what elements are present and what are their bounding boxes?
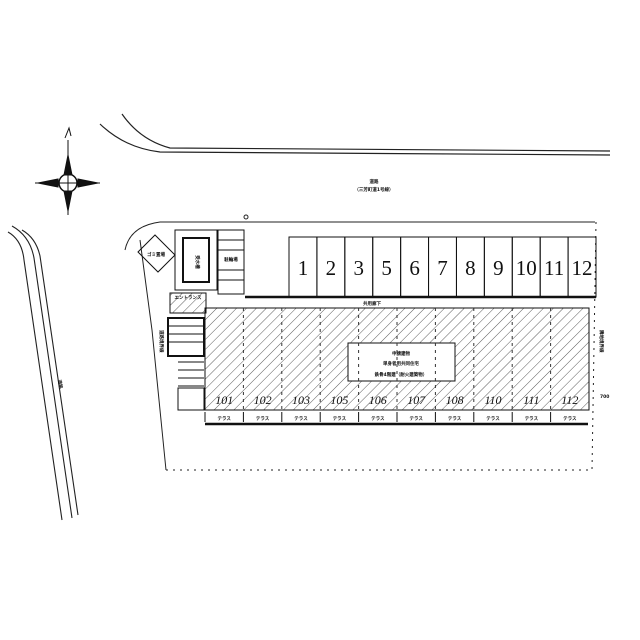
room-number: 101 — [215, 393, 233, 407]
bicycle-label: 駐輪場 — [224, 256, 238, 263]
terrace-label: テラス — [409, 416, 423, 422]
room-number: 107 — [407, 393, 426, 407]
parking-number: 7 — [437, 256, 448, 280]
parking-number: 3 — [354, 256, 365, 280]
parking-number: 12 — [572, 256, 593, 280]
water-tank: 受水槽 — [174, 229, 218, 291]
top-road — [99, 113, 611, 156]
building-label-3: 鉄骨4階建（耐火建築物） — [375, 371, 428, 378]
water-tank-label: 受水槽 — [194, 255, 201, 269]
parking-number: 6 — [409, 256, 420, 280]
terrace-label: テラス — [486, 416, 500, 422]
trash-label: ゴミ置場 — [147, 251, 165, 258]
site-boundary — [124, 214, 597, 471]
bicycle-parking — [217, 229, 245, 295]
left-boundary-label: 道路境界線 — [158, 330, 165, 353]
room-number: 111 — [523, 393, 539, 407]
dimension-label: 700 — [600, 394, 609, 400]
room-number: 105 — [330, 393, 348, 407]
parking-number: 11 — [544, 256, 564, 280]
room-number: 102 — [254, 393, 272, 407]
top-road-label: 道路 — [370, 178, 379, 185]
room-number: 112 — [561, 393, 578, 407]
terrace-label: テラス — [563, 416, 577, 422]
terrace-label: テラス — [217, 416, 231, 422]
parking-number: 2 — [326, 256, 337, 280]
building-label-1: 申請建物 — [392, 350, 410, 357]
room-number: 106 — [369, 393, 387, 407]
terrace-label: テラス — [256, 416, 270, 422]
parking-number: 9 — [493, 256, 504, 280]
parking-number: 5 — [381, 256, 392, 280]
parking-number: 1 — [298, 256, 309, 280]
building-label-2: 単身者用共同住宅 — [383, 360, 419, 367]
entrance — [169, 292, 207, 314]
parking-number: 8 — [465, 256, 476, 280]
terrace-label: テラス — [371, 416, 385, 422]
left-road-label: 道路 — [56, 379, 65, 390]
right-boundary-label: 隣地境界線 — [598, 330, 605, 353]
parking-number: 10 — [516, 256, 537, 280]
room-number: 110 — [484, 393, 501, 407]
terrace-label: テラス — [294, 416, 308, 422]
room-numbers: 101 102 103 105 106 107 108 110 111 112 — [215, 308, 578, 410]
entrance-label: エントランス — [175, 295, 202, 301]
terrace-label: テラス — [525, 416, 539, 422]
room-number: 103 — [292, 393, 310, 407]
left-road — [7, 225, 79, 521]
room-number: 108 — [446, 393, 464, 407]
north-arrow-icon — [35, 126, 100, 215]
corridor-label: 共用廊下 — [363, 300, 381, 307]
terrace-label: テラス — [448, 416, 462, 422]
terraces: テラス テラス テラス テラス テラス テラス テラス テラス テラス テラス — [204, 412, 577, 422]
terrace-label: テラス — [333, 416, 347, 422]
top-road-sublabel: （三芳町道1号線） — [354, 186, 393, 193]
stairs — [167, 317, 205, 411]
building-label-box — [347, 342, 456, 382]
